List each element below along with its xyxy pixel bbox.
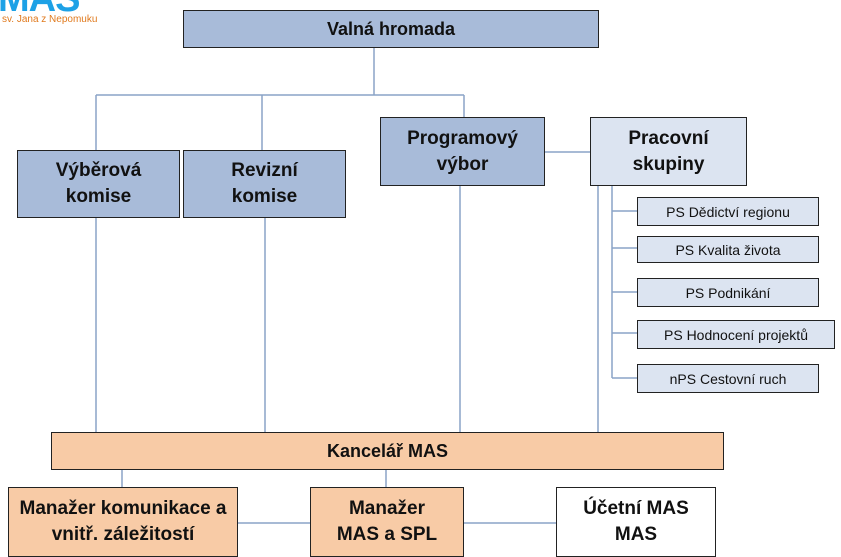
node-ps-kvalita: PS Kvalita života — [637, 236, 819, 263]
node-ucetni-label: Účetní MAS MAS — [583, 498, 689, 545]
node-ps-podnikani-label: PS Podnikání — [685, 284, 771, 301]
node-valna-hromada-label: Valná hromada — [326, 19, 456, 39]
node-revizni-komise: Revizní komise — [183, 150, 346, 218]
node-valna-hromada: Valná hromada — [183, 10, 599, 48]
logo-subtitle: sv. Jana z Nepomuku — [2, 14, 98, 25]
node-ps-kvalita-label: PS Kvalita života — [675, 241, 781, 258]
node-vyberova-komise: Výběrová komise — [17, 150, 180, 218]
node-kancelar-mas-label: Kancelář MAS — [326, 441, 449, 461]
node-ps-podnikani: PS Podnikání — [637, 278, 819, 307]
node-ps-dedictvi: PS Dědictví regionu — [637, 197, 819, 226]
node-nps-cestovni-label: nPS Cestovní ruch — [669, 370, 787, 387]
node-ps-dedictvi-label: PS Dědictví regionu — [666, 203, 790, 220]
node-programovy-vybor-label: Programový výbor — [407, 127, 518, 175]
node-ucetni: Účetní MAS MAS — [556, 487, 716, 557]
node-manazer-komunikace-label: Manažer komunikace a vnitř. záležitostí — [19, 498, 227, 545]
node-pracovni-skupiny: Pracovní skupiny — [590, 117, 747, 186]
node-programovy-vybor: Programový výbor — [380, 117, 545, 186]
node-vyberova-komise-label: Výběrová komise — [55, 160, 142, 207]
node-ps-hodnoceni-label: PS Hodnocení projektů — [664, 326, 808, 343]
node-revizni-komise-label: Revizní komise — [231, 160, 298, 207]
node-manazer-mas: Manažer MAS a SPL — [310, 487, 464, 557]
node-ps-hodnoceni: PS Hodnocení projektů — [637, 320, 835, 349]
node-manazer-komunikace: Manažer komunikace a vnitř. záležitostí — [8, 487, 238, 557]
logo: MAS sv. Jana z Nepomuku — [0, 0, 130, 30]
node-manazer-mas-label: Manažer MAS a SPL — [336, 498, 438, 545]
node-pracovni-skupiny-label: Pracovní skupiny — [628, 127, 709, 175]
node-nps-cestovni: nPS Cestovní ruch — [637, 364, 819, 393]
logo-mark: MAS — [0, 0, 80, 21]
node-kancelar-mas: Kancelář MAS — [51, 432, 724, 470]
